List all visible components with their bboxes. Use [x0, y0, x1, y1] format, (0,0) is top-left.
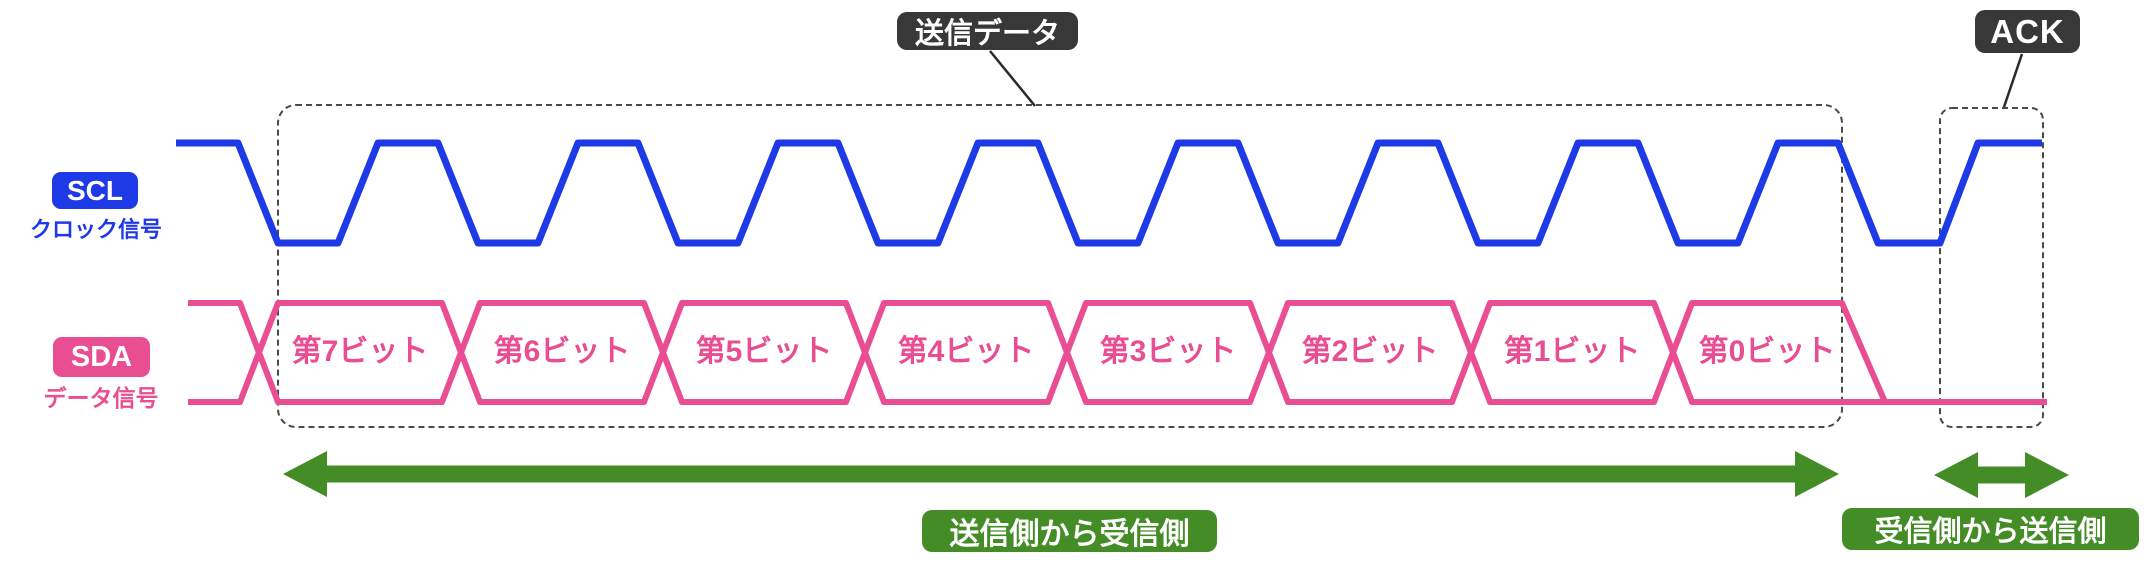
ack-badge: ACK — [1975, 10, 2080, 53]
bit-label: 第1ビット — [1503, 335, 1641, 368]
bit-label: 第2ビット — [1301, 335, 1439, 368]
ack-frame-outline — [1939, 107, 2044, 428]
arrow-left-icon — [1934, 452, 1978, 498]
ack-pointer-line — [2002, 53, 2024, 108]
bit-label: 第0ビット — [1698, 335, 1836, 368]
scl-waveform — [176, 139, 2042, 247]
tx-frame-outline — [277, 104, 1843, 428]
sda-caption: データ信号 — [43, 385, 159, 411]
arrow-right-icon — [1795, 451, 1839, 497]
bit-label: 第5ビット — [695, 335, 833, 368]
sda-badge: SDA — [53, 337, 150, 377]
main-direction-arrow — [283, 451, 1839, 497]
main-direction-label: 送信側から受信側 — [922, 510, 1217, 552]
sda-waveform-rail-a — [188, 300, 1888, 405]
arrow-left-icon — [283, 451, 327, 497]
tx-data-pointer-line — [989, 50, 1036, 107]
bit-label: 第4ビット — [897, 335, 1035, 368]
scl-badge: SCL — [52, 172, 138, 209]
sda-waveform-rail-b — [188, 300, 2047, 405]
bit-label: 第3ビット — [1099, 335, 1237, 368]
tx-data-badge: 送信データ — [897, 12, 1078, 50]
bit-label: 第6ビット — [493, 335, 631, 368]
bit-label: 第7ビット — [291, 335, 429, 368]
ack-direction-label: 受信側から送信側 — [1842, 508, 2139, 550]
ack-direction-arrow — [1934, 452, 2069, 498]
scl-caption: クロック信号 — [29, 217, 162, 242]
arrow-right-icon — [2025, 452, 2069, 498]
